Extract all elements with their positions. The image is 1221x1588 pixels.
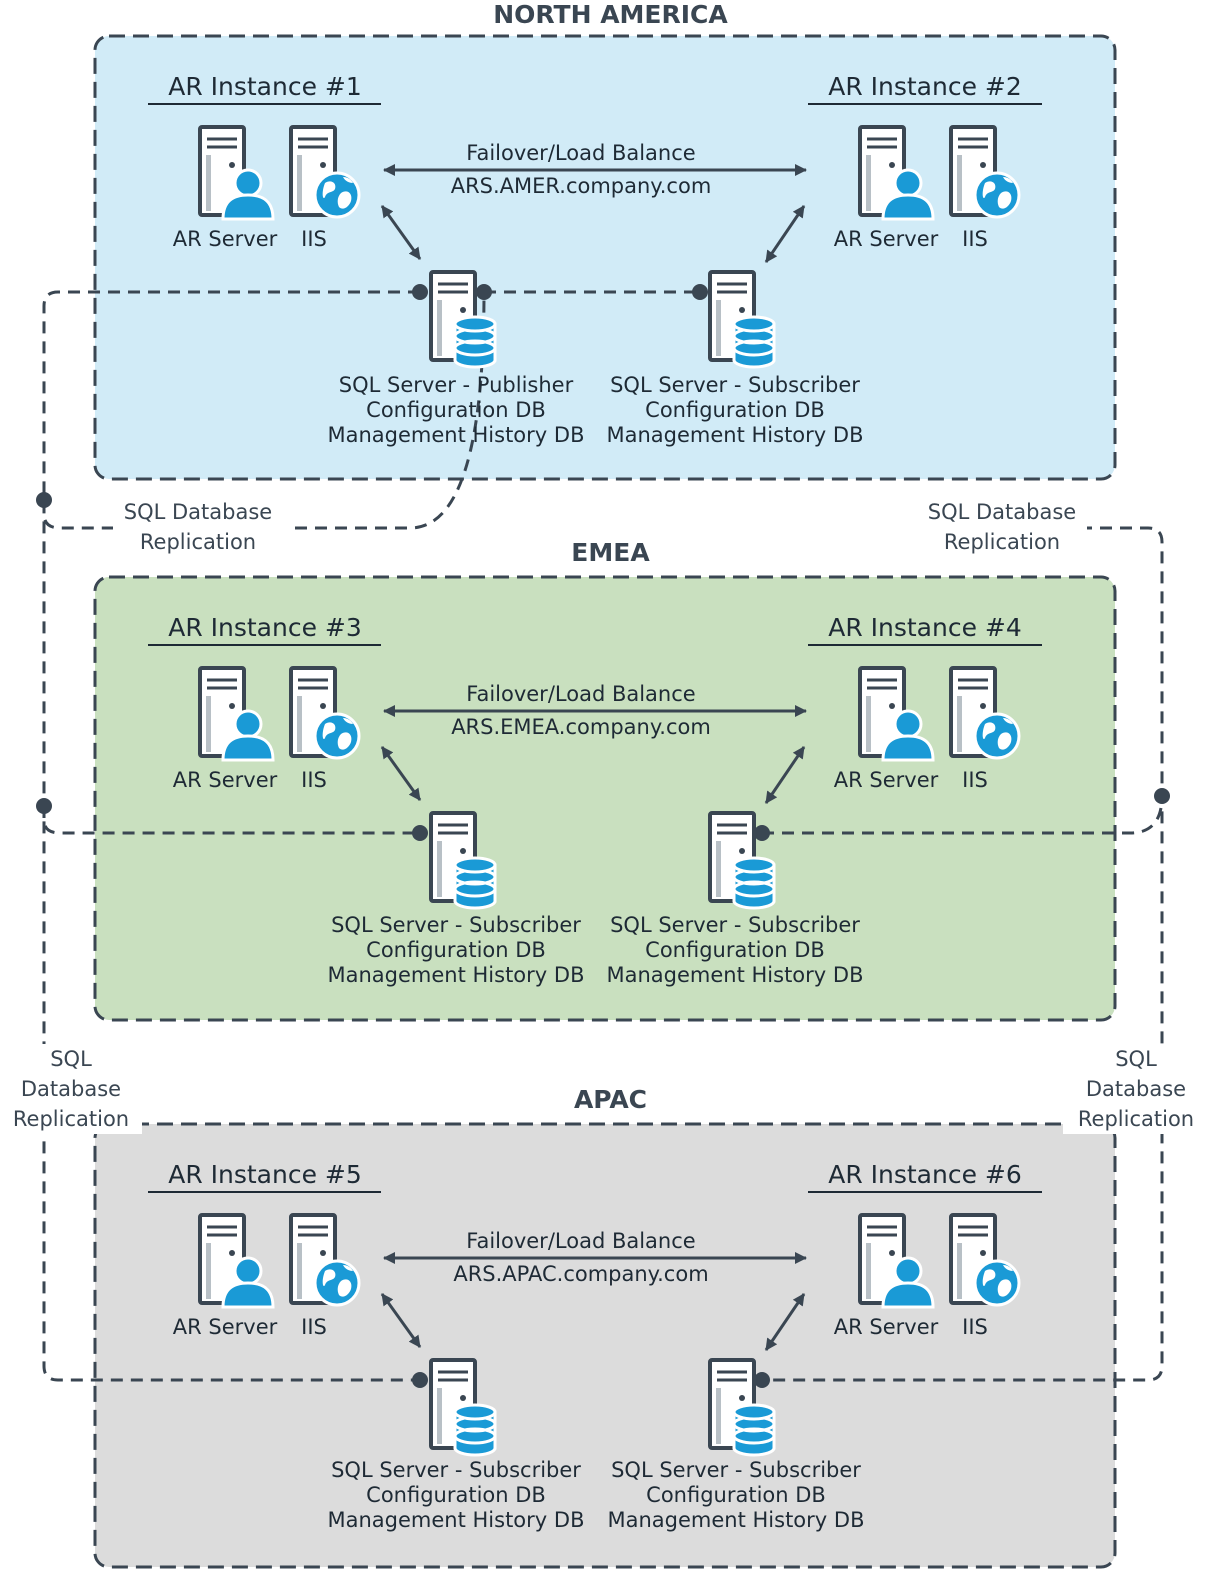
sql-link-arrow bbox=[380, 1293, 422, 1348]
sql-server-label: SQL Server - Publisher Configuration DB … bbox=[321, 373, 591, 448]
replication-label: SQL Database Replication bbox=[113, 497, 283, 557]
sql-link-arrow bbox=[764, 205, 806, 263]
replication-line1: SQL Database bbox=[20, 1047, 122, 1101]
sql-server-label: SQL Server - Subscriber Configuration DB… bbox=[600, 913, 870, 988]
iis-label: IIS bbox=[962, 1315, 988, 1339]
instance-title: AR Instance #3 bbox=[168, 613, 362, 642]
sql-role: SQL Server - Publisher bbox=[338, 373, 574, 397]
sql-db2: Management History DB bbox=[327, 963, 585, 987]
replication-lines bbox=[42, 290, 1164, 1382]
iis-label: IIS bbox=[962, 768, 988, 792]
failover-title: Failover/Load Balance bbox=[466, 141, 696, 165]
sql-role: SQL Server - Subscriber bbox=[610, 913, 860, 937]
ar-server-label: AR Server bbox=[833, 227, 939, 251]
ar-server-label: AR Server bbox=[833, 1315, 939, 1339]
instance-title: AR Instance #6 bbox=[828, 1160, 1022, 1189]
iis-label: IIS bbox=[301, 768, 327, 792]
ar-server-label: AR Server bbox=[172, 227, 278, 251]
ar-server-label: AR Server bbox=[172, 1315, 278, 1339]
region-title-emea: EMEA bbox=[571, 538, 650, 567]
ar-server-label: AR Server bbox=[833, 768, 939, 792]
sql-role: SQL Server - Subscriber bbox=[611, 1458, 861, 1482]
replication-endpoints bbox=[36, 284, 1170, 1388]
sql-db1: Configuration DB bbox=[645, 938, 825, 962]
failover-label: Failover/Load Balance ARS.EMEA.company.c… bbox=[431, 678, 731, 744]
sql-link-arrow bbox=[764, 1293, 806, 1351]
instance-title: AR Instance #2 bbox=[828, 72, 1022, 101]
sql-server-label: SQL Server - Subscriber Configuration DB… bbox=[321, 1458, 591, 1533]
failover-label: Failover/Load Balance ARS.APAC.company.c… bbox=[431, 1225, 731, 1291]
replication-label: SQL Database Replication bbox=[0, 1044, 142, 1134]
sql-server-label: SQL Server - Subscriber Configuration DB… bbox=[601, 1458, 871, 1533]
instance-title: AR Instance #1 bbox=[168, 72, 362, 101]
sql-link-arrow bbox=[380, 205, 422, 260]
failover-title: Failover/Load Balance bbox=[466, 682, 696, 706]
region-title-north-america: NORTH AMERICA bbox=[493, 0, 728, 29]
sql-server-label: SQL Server - Subscriber Configuration DB… bbox=[321, 913, 591, 988]
sql-server-label: SQL Server - Subscriber Configuration DB… bbox=[600, 373, 870, 448]
sql-role: SQL Server - Subscriber bbox=[610, 373, 860, 397]
failover-host: ARS.EMEA.company.com bbox=[451, 715, 711, 739]
sql-db1: Configuration DB bbox=[366, 938, 546, 962]
ar-server-label: AR Server bbox=[172, 768, 278, 792]
replication-line2: Replication bbox=[1077, 1107, 1195, 1131]
sql-db1: Configuration DB bbox=[645, 398, 825, 422]
sql-db2: Management History DB bbox=[607, 1508, 865, 1532]
failover-host: ARS.APAC.company.com bbox=[453, 1262, 709, 1286]
replication-label: SQL Database Replication bbox=[917, 497, 1087, 557]
sql-role: SQL Server - Subscriber bbox=[331, 913, 581, 937]
replication-line1: SQL Database bbox=[123, 500, 273, 524]
failover-title: Failover/Load Balance bbox=[466, 1229, 696, 1253]
iis-label: IIS bbox=[301, 1315, 327, 1339]
sql-db2: Management History DB bbox=[606, 423, 864, 447]
sql-db2: Management History DB bbox=[327, 423, 585, 447]
replication-line2: Replication bbox=[943, 530, 1061, 554]
sql-db2: Management History DB bbox=[327, 1508, 585, 1532]
failover-host: ARS.AMER.company.com bbox=[450, 174, 712, 198]
region-title-apac: APAC bbox=[573, 1085, 648, 1114]
sql-role: SQL Server - Subscriber bbox=[331, 1458, 581, 1482]
replication-line1: SQL Database bbox=[1085, 1047, 1187, 1101]
sql-link-arrow bbox=[764, 746, 806, 804]
instance-title: AR Instance #5 bbox=[168, 1160, 362, 1189]
sql-db2: Management History DB bbox=[606, 963, 864, 987]
sql-db1: Configuration DB bbox=[366, 1483, 546, 1507]
sql-link-arrow bbox=[380, 746, 422, 801]
replication-line1: SQL Database bbox=[927, 500, 1077, 524]
iis-label: IIS bbox=[962, 227, 988, 251]
iis-label: IIS bbox=[301, 227, 327, 251]
replication-line2: Replication bbox=[12, 1107, 130, 1131]
replication-line2: Replication bbox=[139, 530, 257, 554]
failover-label: Failover/Load Balance ARS.AMER.company.c… bbox=[431, 137, 731, 203]
replication-label: SQL Database Replication bbox=[1063, 1044, 1209, 1134]
sql-db1: Configuration DB bbox=[646, 1483, 826, 1507]
sql-db1: Configuration DB bbox=[366, 398, 546, 422]
instance-title: AR Instance #4 bbox=[828, 613, 1022, 642]
